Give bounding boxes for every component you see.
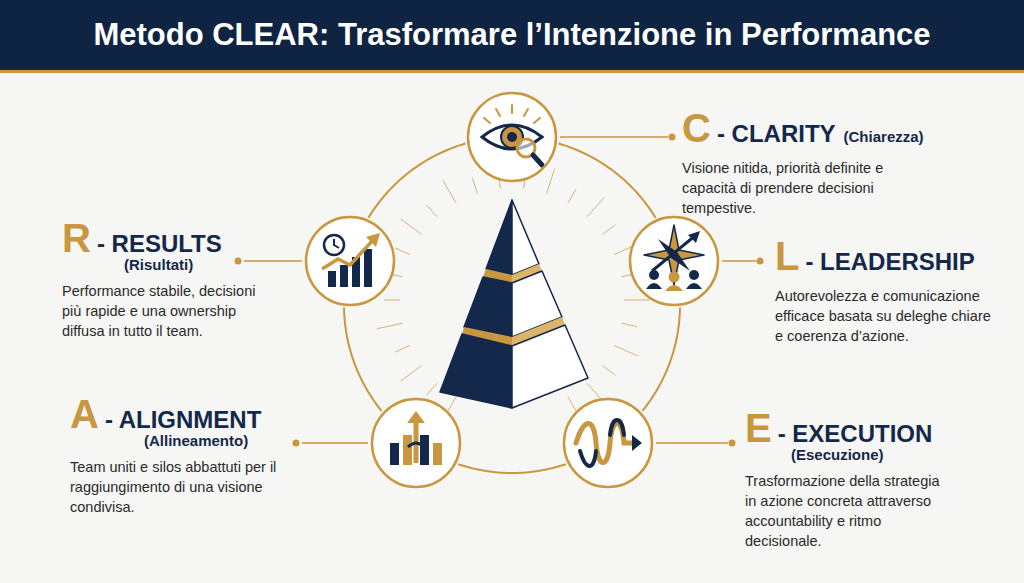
ray [384,300,400,301]
text-group: R- RESULTS(Risultati) Performance stabile… [62,216,262,341]
circle-outline [628,215,720,307]
step-description: Performance stabile, decisioni più rapid… [62,281,262,341]
circle-border [306,217,394,305]
ray [568,397,576,411]
ray [603,366,616,375]
ray [603,225,616,234]
text-group: C- CLARITY (Chiarezza) Visione nitida, pri… [682,106,982,218]
icon-circle: A- ALIGNMENT(Allineamento)Team uniti e s… [370,397,462,489]
initial-letter: L [775,234,799,278]
circle-outline [370,397,462,489]
ray [426,205,437,217]
icon-circle: R- RESULTS(Risultati)Performance stabile… [304,215,396,307]
flow-icon [576,420,642,466]
heading-row: C- CLARITY (Chiarezza) [682,106,982,150]
ray [377,323,402,328]
heading-row: E- EXECUTION [745,406,1005,450]
step-name: - RESULTS [97,230,222,258]
circle-border [630,217,718,305]
step-description: Autorevolezza e comunicazione efficace b… [775,286,997,346]
eye-icon [482,105,542,165]
ring-arc [642,308,680,411]
ray [547,169,555,194]
results-icon [322,233,380,287]
ray [624,300,650,301]
text-group: A- ALIGNMENT(Allineamento) Team uniti e s… [70,392,300,517]
initial-letter: R [62,216,91,260]
pyramid [440,200,588,408]
ring-arc [458,464,566,473]
icon-circle: C- CLARITY(Chiarezza)Visione nitida, pri… [466,91,558,183]
step-translation: (Chiarezza) [844,128,924,145]
ring-arc [344,308,382,411]
step-description: Trasformazione della strategia in azione… [745,471,950,551]
ray [400,219,421,234]
initial-letter: C [682,106,711,150]
text-group: E- EXECUTION(Esecuzione) Trasformazione d… [745,406,1005,551]
step-name: - EXECUTION [778,420,933,448]
step-translation: (Allineamento) [70,432,300,449]
step-description: Visione nitida, priorità definite e capa… [682,158,932,218]
initial-letter: E [745,406,772,450]
icon-circle: E- EXECUTION(Esecuzione)Trasformazione d… [562,397,654,489]
step-name: - ALIGNMENT [105,406,261,434]
ring-arc [559,144,656,218]
title: Metodo CLEAR: Trasformare l’Intenzione i… [93,17,930,53]
leader-lines [244,137,756,443]
icon-circle: L- LEADERSHIPAutorevolezza e comunicazio… [628,215,720,307]
compass-icon [644,225,704,291]
ray [587,197,604,216]
title-bar: Metodo CLEAR: Trasformare l’Intenzione i… [0,0,1024,73]
circle-outline [562,397,654,489]
text-group: L- LEADERSHIP Autorevolezza e comunicazio… [775,234,1020,346]
step-translation: (Risultati) [62,256,262,273]
icon-grounds [306,93,718,487]
alignment-icon [390,411,442,465]
heading-row: R- RESULTS [62,216,262,260]
ray [472,178,477,193]
circle-outline [304,215,396,307]
ray [622,323,638,326]
ray [426,383,437,395]
step-translation: (Esecuzione) [745,446,1005,463]
circle-outline [466,91,558,183]
ray [614,346,638,357]
step-name: - LEADERSHIP [805,248,974,276]
circle-border [564,399,652,487]
circle-border [468,93,556,181]
ray [568,189,576,203]
heading-row: A- ALIGNMENT [70,392,300,436]
ray [443,180,456,203]
circle-border [372,399,460,487]
ring-arc [368,144,465,218]
step-description: Team uniti e silos abbattuti per il ragg… [70,457,285,517]
ray [395,346,410,353]
pyramid-rays [377,163,650,420]
step-name: - CLARITY [717,120,836,148]
initial-letter: A [70,392,99,436]
heading-row: L- LEADERSHIP [775,234,1020,278]
ray [400,366,421,381]
ray [395,248,410,255]
